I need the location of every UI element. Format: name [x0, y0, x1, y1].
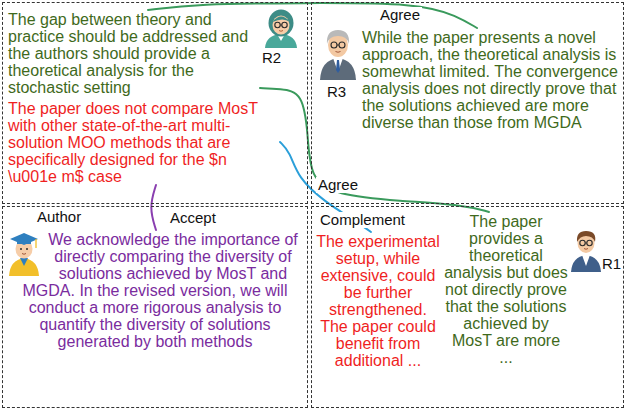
author-panel: Author We acknowledge the importance of d… [2, 206, 308, 408]
review-comment: The gap between theory and practice shou… [8, 10, 260, 96]
reviewer-panel: R3 While the paper presents a novel appro… [311, 2, 624, 204]
edge-label-holder: Complement [318, 211, 407, 229]
review-comment: The paper does not compare MosT with oth… [8, 99, 280, 185]
reviewer-avatar [265, 10, 297, 49]
review-comment: The paper provides a theoretical analysi… [444, 212, 568, 366]
reviewer-panel: R1 The experimental setup, while extensiv… [311, 206, 624, 408]
comment-text: The paper does not compare MosT with oth… [8, 99, 280, 185]
author-avatar [9, 233, 39, 276]
comment-text: The experimental setup, while extensive,… [316, 232, 440, 369]
relation-curve [280, 142, 371, 232]
reviewer-tag: R1 [602, 255, 621, 272]
edge-label-holder: Agree [316, 176, 360, 194]
comment-text: The paper provides a theoretical analysi… [444, 212, 568, 366]
relation-curve [151, 185, 156, 230]
edge-label: Agree [378, 7, 422, 23]
edge-label: Accept [168, 210, 218, 226]
reviewer-tag: R2 [262, 49, 281, 66]
comment-text: We acknowledge the importance of directl… [6, 230, 304, 350]
review-comment: The experimental setup, while extensive,… [316, 232, 440, 369]
edge-label-holder: Accept [168, 209, 218, 227]
avatar-space [6, 230, 42, 280]
reviewer-avatar [571, 231, 601, 272]
edge-label: Complement [318, 212, 407, 228]
comment-text: The gap between theory and practice shou… [8, 10, 260, 96]
reviewer-panel: R2The gap between theory and practice sh… [2, 2, 308, 204]
review-comment: While the paper presents a novel approac… [362, 28, 620, 131]
comment-text: While the paper presents a novel approac… [362, 28, 620, 131]
reviewer-avatar [320, 30, 356, 80]
edge-label: Agree [316, 177, 360, 193]
author-response: We acknowledge the importance of directl… [6, 230, 304, 350]
reviewer-tag: R3 [327, 83, 346, 100]
reviewer-tag: Author [37, 208, 81, 225]
edge-label-holder: Agree [378, 6, 422, 24]
